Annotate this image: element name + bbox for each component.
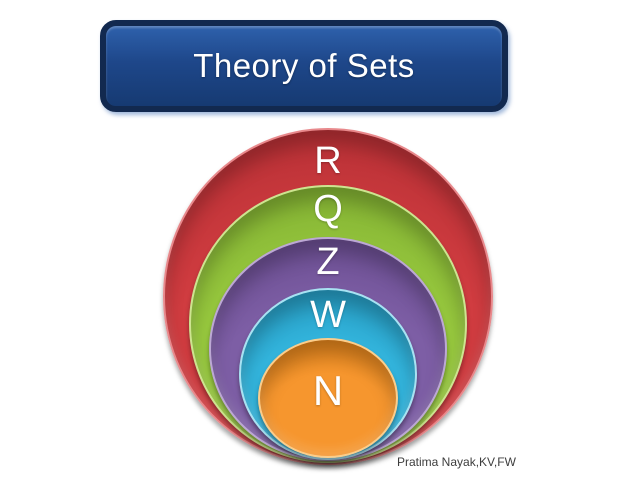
set-label-R: R <box>314 140 342 182</box>
set-label-Q: Q <box>313 188 343 230</box>
set-label-N: N <box>312 367 344 414</box>
set-label-W: W <box>310 294 346 336</box>
slide-title: Theory of Sets <box>193 47 415 84</box>
credit-text: Pratima Nayak,KV,FW <box>397 455 516 469</box>
title-banner: Theory of Sets <box>100 20 508 112</box>
set-circle-N: N <box>258 338 398 458</box>
set-label-Z: Z <box>316 241 340 283</box>
